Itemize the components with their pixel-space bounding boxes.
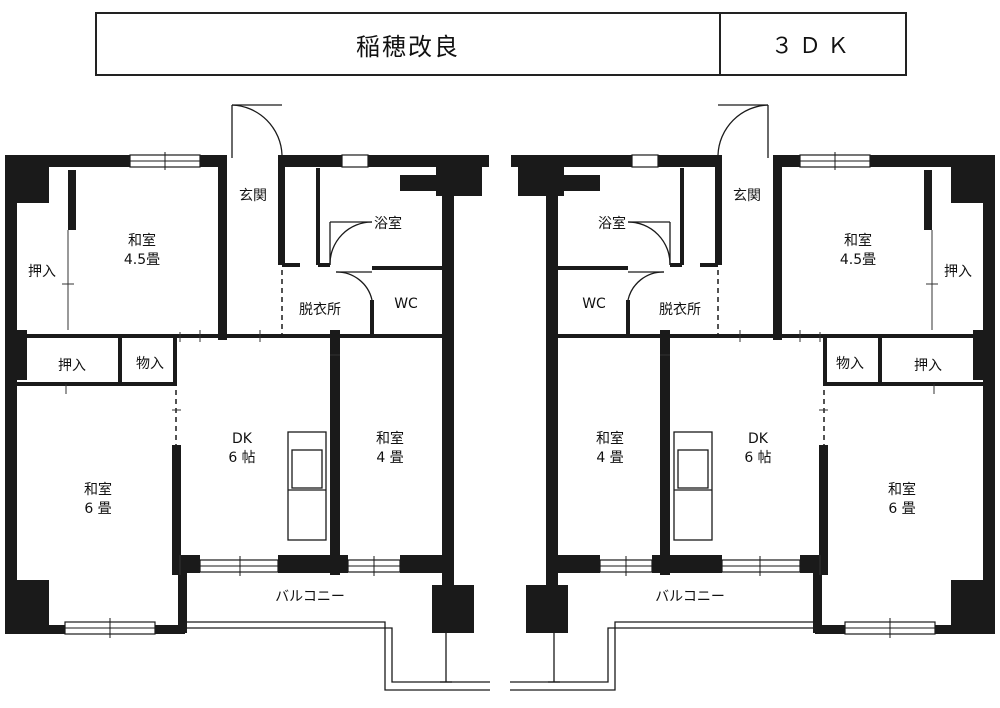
label-dk-size: 6 帖	[228, 450, 255, 466]
label-oshiire-a: 押入	[28, 264, 56, 280]
label-washitsu45: 和室	[128, 232, 156, 249]
label-oshiire-a: 押入	[944, 264, 972, 280]
label-wc: WC	[582, 296, 606, 312]
unit-left: 玄関 浴室 和室 4.5畳 押入 脱衣所 WC 押入 物入 DK 6 帖 和室 …	[3, 103, 492, 692]
label-washitsu45-size: 4.5畳	[124, 252, 160, 268]
label-monoire: 物入	[836, 356, 864, 372]
label-genkan: 玄関	[239, 187, 267, 204]
label-washitsu4-size: 4 畳	[596, 450, 623, 466]
label-washitsu6: 和室	[888, 481, 916, 498]
label-washitsu4-size: 4 畳	[376, 450, 403, 466]
label-washitsu45-size: 4.5畳	[840, 252, 876, 268]
label-genkan: 玄関	[733, 187, 761, 204]
label-monoire: 物入	[136, 356, 164, 372]
label-oshiire-b: 押入	[914, 358, 942, 374]
label-balcony: バルコニー	[655, 589, 725, 605]
label-washitsu4: 和室	[596, 430, 624, 447]
label-dk: DK	[748, 431, 769, 447]
label-washitsu4: 和室	[376, 430, 404, 447]
layout-type: ３ＤＫ	[770, 34, 855, 59]
property-name: 稲穂改良	[97, 14, 721, 74]
label-dk-size: 6 帖	[744, 450, 771, 466]
label-washitsu6: 和室	[84, 481, 112, 498]
label-wc: WC	[394, 296, 418, 312]
label-datsuijo: 脱衣所	[299, 302, 341, 318]
label-oshiire-b: 押入	[58, 358, 86, 374]
label-dk: DK	[232, 431, 253, 447]
unit-right: 玄関 浴室 和室 4.5畳 押入 脱衣所 WC 押入 物入 DK 6 帖 和室 …	[508, 103, 997, 692]
label-washitsu6-size: 6 畳	[888, 501, 915, 517]
label-yokushitsu: 浴室	[598, 215, 626, 232]
label-washitsu45: 和室	[844, 232, 872, 249]
title-box: 稲穂改良 ３ＤＫ	[95, 12, 907, 76]
label-washitsu6-size: 6 畳	[84, 501, 111, 517]
label-datsuijo: 脱衣所	[659, 302, 701, 318]
label-balcony: バルコニー	[275, 589, 345, 605]
label-yokushitsu: 浴室	[374, 215, 402, 232]
